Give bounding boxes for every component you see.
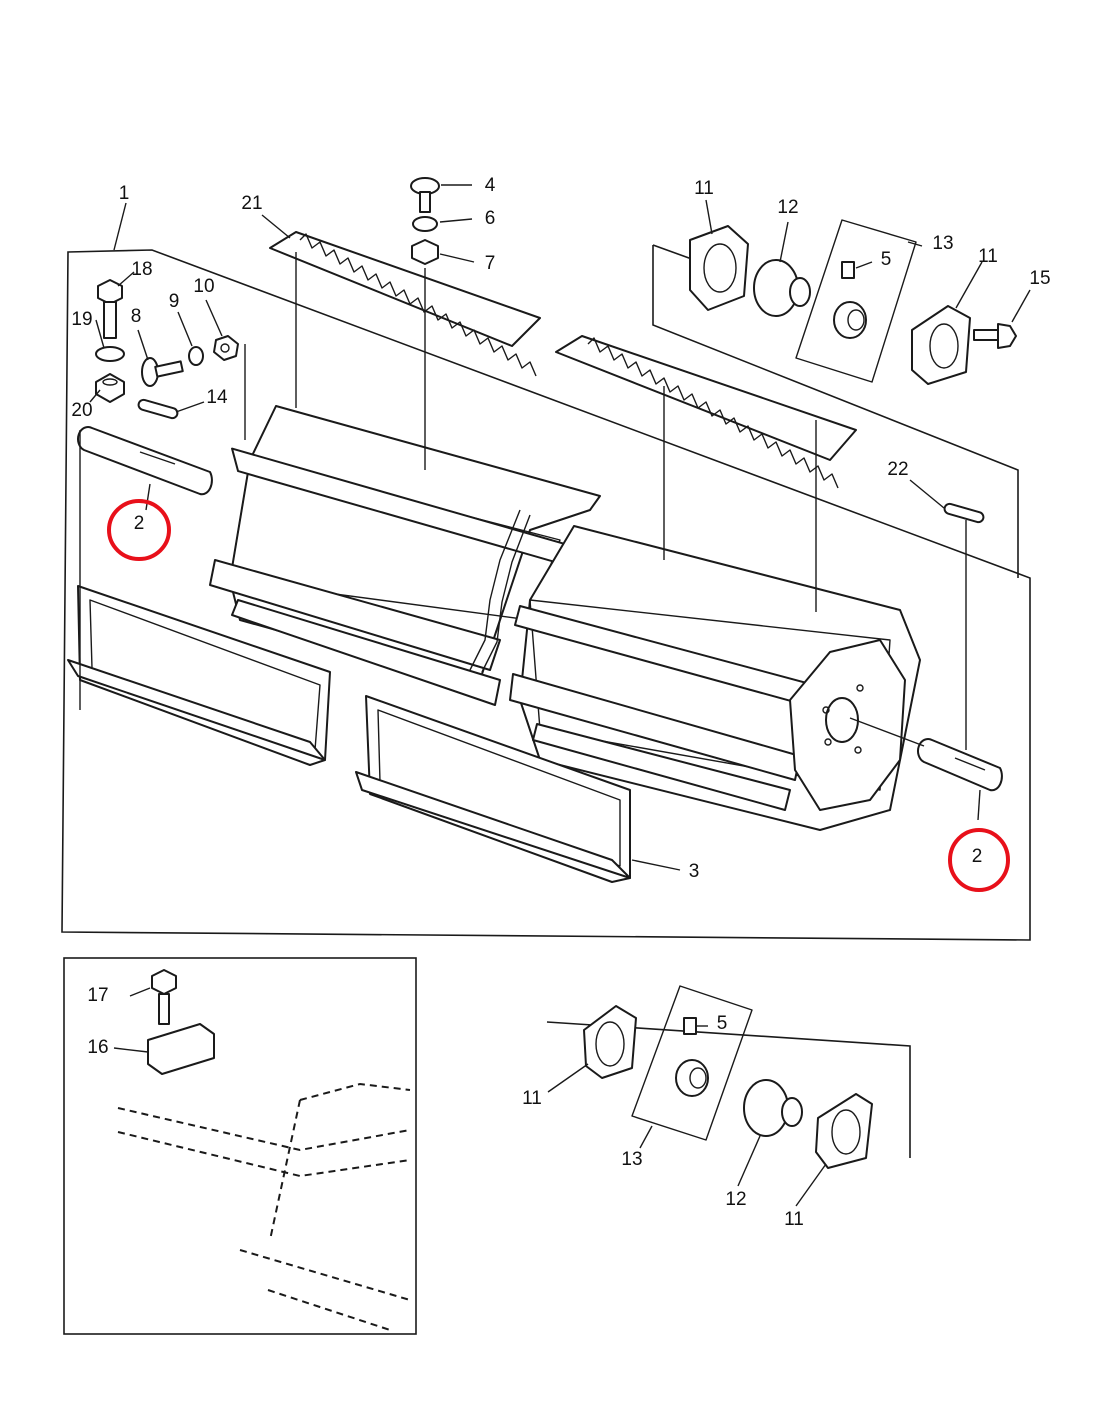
inset-rotor-ghost xyxy=(117,1082,411,1331)
callout-leaders xyxy=(89,184,1031,1207)
callout-10: 10 xyxy=(193,276,214,297)
key-14 xyxy=(137,398,179,420)
callout-11-upper-left: 11 xyxy=(694,178,714,199)
bearing-group-frame-lower xyxy=(546,1021,911,1158)
callout-20: 20 xyxy=(71,400,92,421)
callout-16: 16 xyxy=(87,1037,108,1058)
serrated-bar-lower xyxy=(555,335,857,489)
callout-15: 15 xyxy=(1029,268,1050,289)
bearing-group-frame-upper xyxy=(652,245,1019,578)
flange-11-upper-left xyxy=(689,225,749,311)
callout-14: 14 xyxy=(206,387,228,408)
callout-11-lower-left: 11 xyxy=(522,1088,542,1109)
callout-11-upper-right: 11 xyxy=(978,246,998,267)
callout-7: 7 xyxy=(485,253,496,274)
setscrew-5-lower xyxy=(683,1017,697,1035)
rotor-drum-right xyxy=(509,525,921,831)
callout-17: 17 xyxy=(87,985,108,1006)
callout-2-right: 2 xyxy=(972,846,983,867)
carriage-bolt-8 xyxy=(141,357,184,387)
callout-18: 18 xyxy=(131,259,152,280)
flange-11-lower-left xyxy=(583,1005,637,1079)
bearing-12-upper xyxy=(753,259,811,317)
lock-washer-19 xyxy=(95,346,125,362)
callout-8: 8 xyxy=(131,306,142,327)
callout-2-left: 2 xyxy=(134,513,145,534)
callout-11-lower-right: 11 xyxy=(784,1209,804,1230)
callout-5-lower: 5 xyxy=(717,1013,728,1034)
callout-6: 6 xyxy=(485,208,496,229)
assembly-guide-lines xyxy=(79,252,967,750)
callout-9: 9 xyxy=(169,291,180,312)
lock-washer-9 xyxy=(188,346,204,366)
rotor-hub-bore xyxy=(825,697,859,743)
bearing-collar-group-13-upper xyxy=(795,219,917,383)
bearing-12-lower xyxy=(743,1079,803,1137)
bolt-15 xyxy=(973,323,1017,349)
callout-12-upper: 12 xyxy=(777,197,798,218)
flange-11-lower-right xyxy=(815,1093,873,1169)
callout-5-upper: 5 xyxy=(881,249,892,270)
nut-7 xyxy=(411,239,439,265)
callout-3: 3 xyxy=(689,861,700,882)
nut-20 xyxy=(95,373,125,403)
bolt-17 xyxy=(151,969,177,1025)
callout-19: 19 xyxy=(71,309,92,330)
bearing-collar-group-13-lower xyxy=(631,985,753,1141)
callout-12-lower: 12 xyxy=(725,1189,746,1210)
callout-13-lower: 13 xyxy=(621,1149,642,1170)
callout-22: 22 xyxy=(887,459,908,480)
highlight-circle-right xyxy=(948,828,1010,892)
flange-11-upper-right xyxy=(911,305,971,385)
nut-10 xyxy=(213,335,239,361)
key-22 xyxy=(943,502,985,524)
shaft-left xyxy=(77,426,213,496)
rotor-drum-left xyxy=(209,405,601,706)
callout-1: 1 xyxy=(119,183,130,204)
callout-4: 4 xyxy=(485,175,496,196)
highlight-circle-left xyxy=(107,499,171,561)
rub-bar-right xyxy=(355,695,631,883)
carriage-bolt-4 xyxy=(410,177,440,213)
main-assembly-frame xyxy=(61,249,1031,941)
bolt-18 xyxy=(97,279,123,339)
serrated-bar-upper xyxy=(269,231,541,377)
shaft-right xyxy=(917,738,1003,792)
lock-washer-6 xyxy=(412,216,438,232)
clamp-block-16 xyxy=(147,1023,215,1075)
callout-13-upper: 13 xyxy=(932,233,953,254)
setscrew-5-upper xyxy=(841,261,855,279)
inset-detail-frame xyxy=(63,957,417,1335)
callout-21: 21 xyxy=(241,193,262,214)
